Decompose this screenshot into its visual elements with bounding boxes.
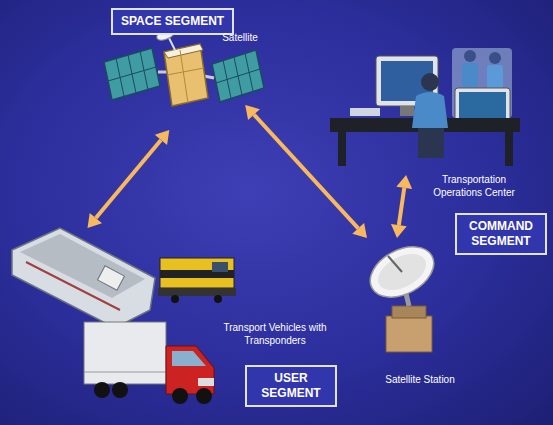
arrow-head [155,130,169,145]
arrow-head [352,223,367,238]
segment-box: USER SEGMENT [245,365,337,407]
arrow-head [88,213,102,228]
figure-label: Satellite [210,32,270,45]
segment-box: COMMAND SEGMENT [455,213,547,255]
arrow-line [254,115,358,229]
figure-label: Transport Vehicles with Transponders [222,322,328,347]
satellite-dish-figure [362,237,443,352]
figure-label: Transportation Operations Center [423,174,525,199]
double-arrow [245,105,367,238]
double-arrow [88,130,170,228]
arrow-head [391,224,407,238]
segment-title: COMMAND SEGMENT [465,219,537,249]
figure-label: Satellite Station [365,374,475,387]
operations-center-node: Transportation Operations Center [320,40,525,175]
operations-center-figure [330,48,520,166]
segment-title: SPACE SEGMENT [121,14,224,29]
arrow-line [399,188,404,225]
arrow-head [245,105,260,120]
vehicles-figure [12,228,236,404]
satellite-node: Satellite [100,30,265,130]
satellite-station-node: Satellite Station [355,238,475,356]
arrow-head [396,175,412,189]
arrow-line [96,140,161,218]
segment-title: USER SEGMENT [255,371,327,401]
segment-box: SPACE SEGMENT [111,8,234,35]
double-arrow [391,175,412,238]
